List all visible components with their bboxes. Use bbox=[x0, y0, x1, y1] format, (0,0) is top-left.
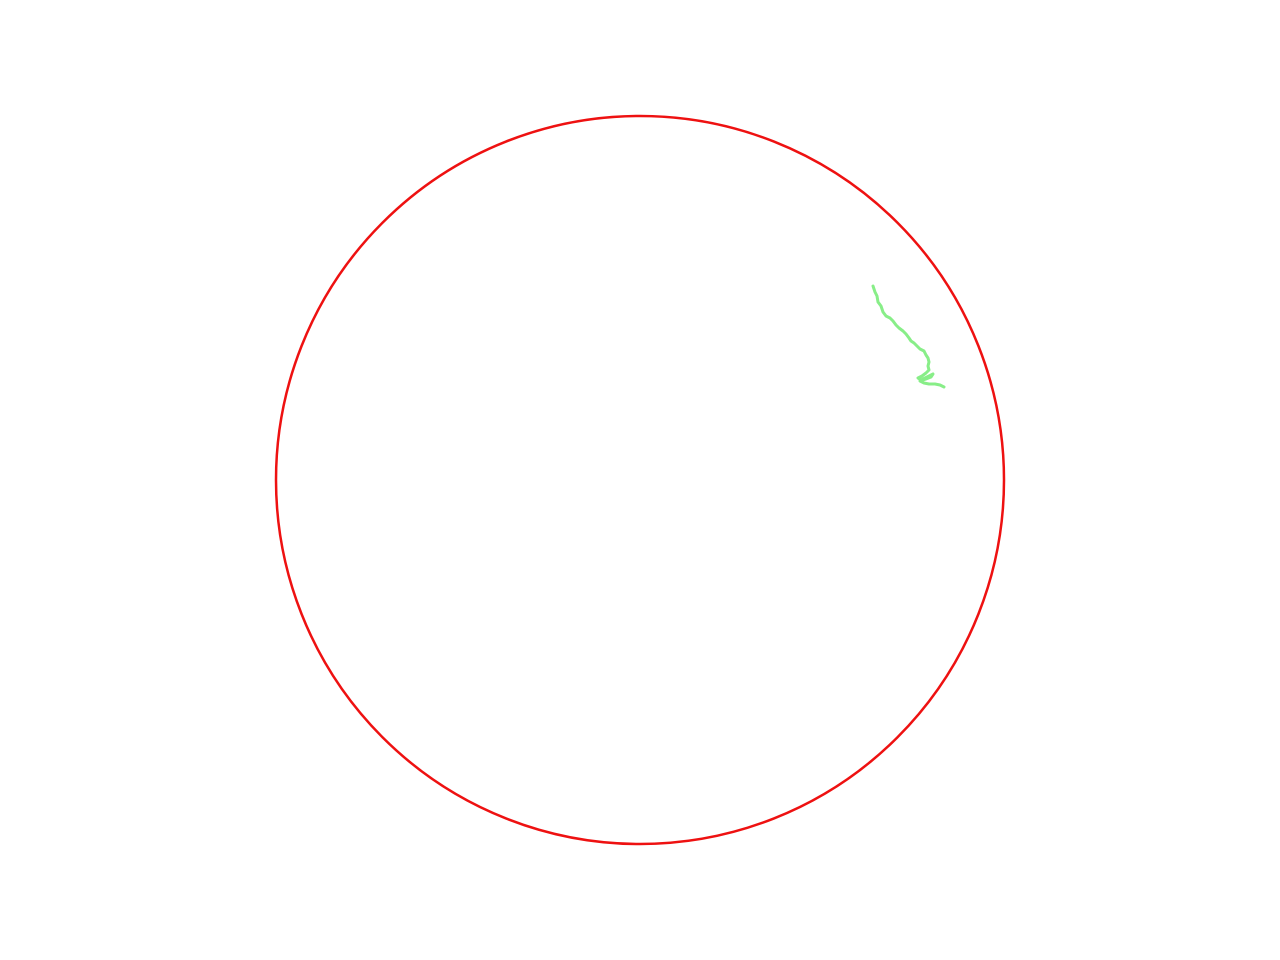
green-trace-path bbox=[871, 284, 946, 389]
boundary-circle bbox=[274, 114, 1006, 846]
